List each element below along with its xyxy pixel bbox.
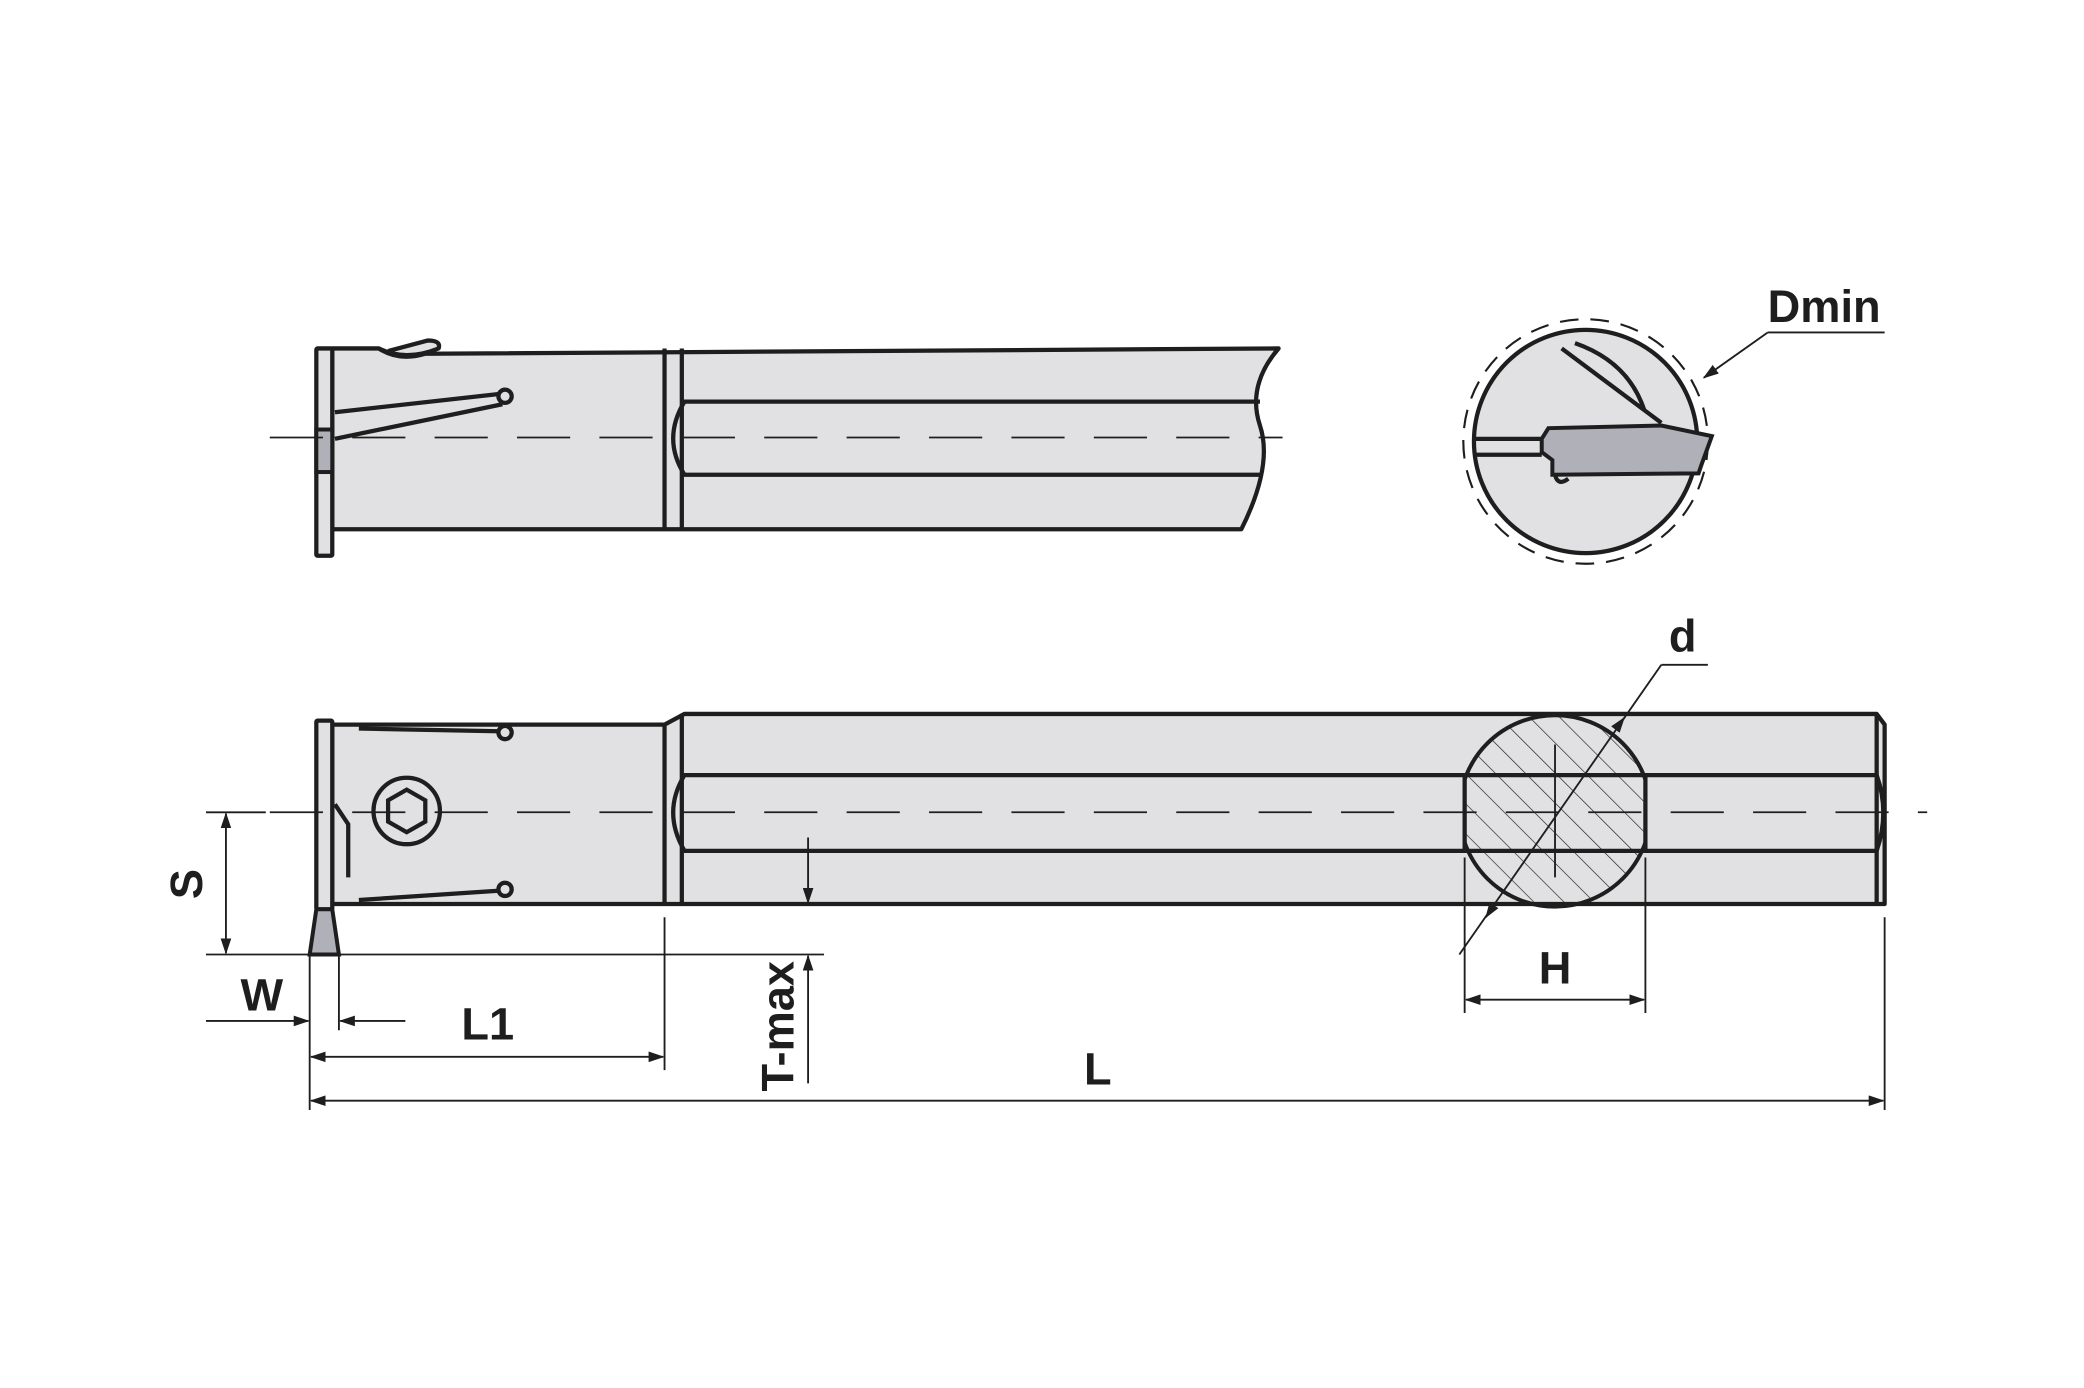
side-view xyxy=(269,711,1928,957)
l1-label: L1 xyxy=(461,999,514,1050)
dmin-label: Dmin xyxy=(1768,281,1881,332)
s-label: S xyxy=(161,869,212,899)
top-view xyxy=(269,338,1283,558)
w-label: W xyxy=(241,969,284,1020)
end-view: Dmin xyxy=(1462,281,1885,565)
tmax-label: T-max xyxy=(752,961,803,1092)
h-label: H xyxy=(1539,943,1572,994)
l-label: L xyxy=(1084,1044,1112,1095)
d-label: d xyxy=(1669,610,1697,661)
dimensions: S W L1 T-max L H d xyxy=(161,610,1886,1111)
